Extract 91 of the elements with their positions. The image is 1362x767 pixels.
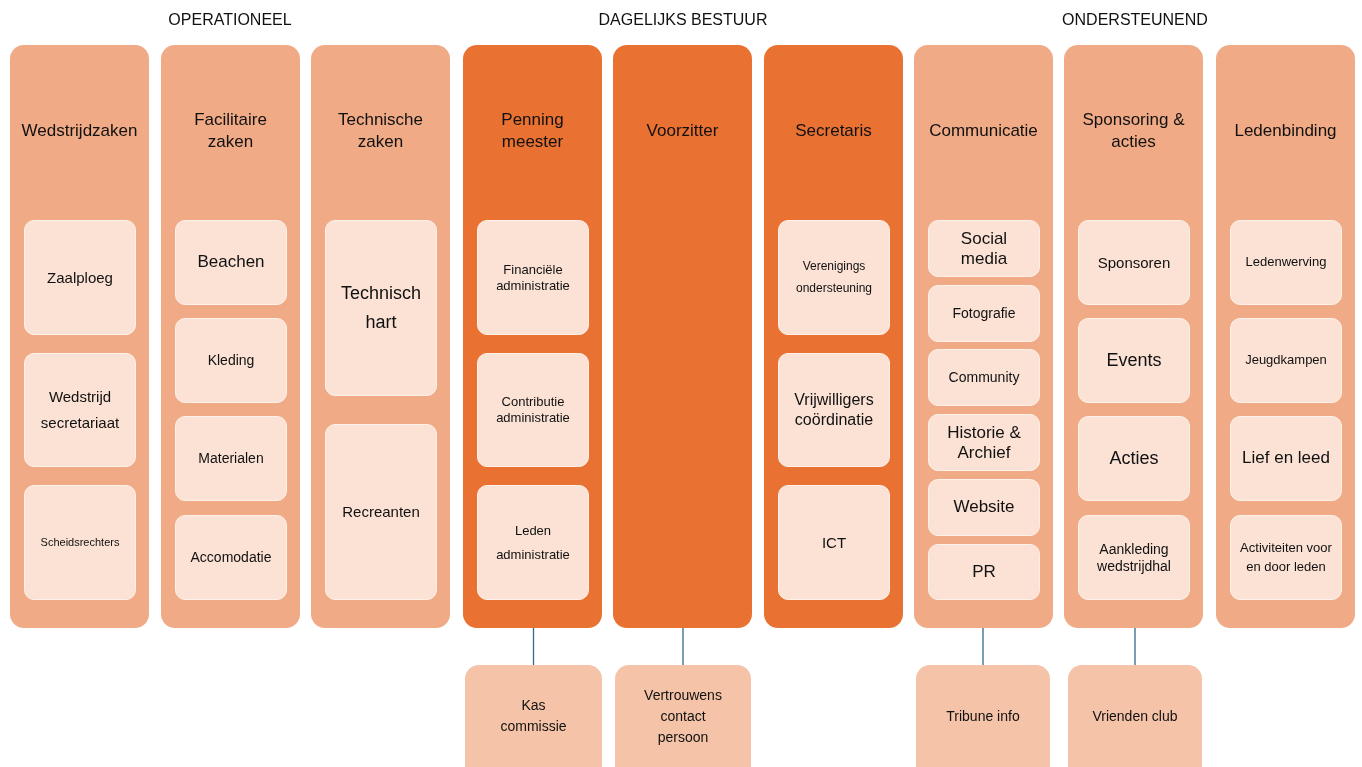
connector-line: [682, 627, 684, 666]
task-box: [928, 414, 1040, 471]
column-heading: Communicatie: [929, 119, 1038, 142]
task-box: [928, 479, 1040, 536]
task-box: [1078, 515, 1190, 600]
box-label: Accomodatie: [190, 548, 272, 567]
box-label: Verenigings ondersteuning: [794, 257, 874, 297]
task-box: [24, 353, 136, 467]
task-box: [1078, 416, 1190, 501]
board-column: [764, 45, 903, 628]
department-column: [10, 45, 149, 628]
department-column: [914, 45, 1053, 628]
box-label: Social media: [959, 228, 1009, 269]
task-box: [325, 220, 437, 396]
section-heading: DAGELIJKS BESTUUR: [598, 11, 768, 29]
box-label: Scheidsrechters: [40, 535, 120, 550]
box-label: Materialen: [198, 449, 264, 468]
box-label: Vrienden club: [1092, 706, 1178, 726]
box-label: ICT: [821, 532, 847, 553]
box-label: Leden administratie: [495, 522, 571, 564]
box-label: Aankleding wedstrijdhal: [1096, 540, 1172, 575]
box-label: Financiële administratie: [495, 261, 571, 294]
section-heading: OPERATIONEEL: [168, 11, 292, 29]
department-column: [161, 45, 300, 628]
column-heading: Penning meester: [500, 108, 565, 153]
box-label: Beachen: [197, 251, 265, 274]
box-label: PR: [972, 560, 996, 583]
column-heading: Secretaris: [795, 119, 872, 142]
task-box: [1230, 318, 1342, 403]
task-box: [175, 318, 287, 403]
box-label: Community: [948, 368, 1020, 387]
task-box: [1078, 220, 1190, 305]
task-box: [325, 424, 437, 600]
box-label: Jeugdkampen: [1245, 352, 1327, 369]
box-label: Events: [1106, 348, 1162, 372]
task-box: [24, 220, 136, 335]
task-box: [477, 353, 589, 467]
task-box: [24, 485, 136, 600]
connector-line: [532, 627, 535, 666]
connector-line: [982, 627, 984, 666]
box-label: Website: [953, 496, 1015, 519]
board-column: [463, 45, 602, 628]
box-label: Vertrouwens contact persoon: [643, 685, 723, 747]
task-box: [928, 544, 1040, 600]
box-label: Historie & Archief: [946, 422, 1022, 463]
committee-box: [916, 665, 1050, 767]
section-heading: ONDERSTEUNEND: [1062, 11, 1208, 29]
department-column: [311, 45, 450, 628]
box-label: Activiteiten voor en door leden: [1239, 539, 1333, 576]
task-box: [175, 515, 287, 600]
department-column: [1216, 45, 1355, 628]
task-box: [778, 220, 890, 335]
task-box: [477, 220, 589, 335]
box-label: Kleding: [207, 351, 255, 370]
box-label: Tribune info: [946, 706, 1020, 726]
task-box: [928, 349, 1040, 406]
box-label: Acties: [1109, 446, 1159, 470]
box-label: Contributie administratie: [495, 394, 571, 426]
department-column: [1064, 45, 1203, 628]
box-label: Fotografie: [952, 304, 1016, 323]
task-box: [1230, 220, 1342, 305]
board-column: [613, 45, 752, 628]
committee-box: [465, 665, 602, 767]
task-box: [778, 485, 890, 600]
box-label: Lief en leed: [1242, 447, 1330, 470]
column-heading: Ledenbinding: [1234, 119, 1337, 142]
task-box: [477, 485, 589, 600]
column-heading: Facilitaire zaken: [193, 108, 268, 153]
box-label: Vrijwilligers coördinatie: [793, 390, 875, 430]
column-heading: Sponsoring & acties: [1081, 108, 1186, 153]
task-box: [175, 220, 287, 305]
box-label: Recreanten: [342, 502, 420, 522]
box-label: Technisch hart: [339, 282, 422, 334]
box-label: Ledenwerving: [1245, 254, 1327, 271]
column-heading: Voorzitter: [646, 119, 719, 142]
committee-box: [1068, 665, 1202, 767]
box-label: Sponsoren: [1097, 252, 1171, 273]
box-label: Zaalploeg: [47, 267, 113, 288]
task-box: [928, 220, 1040, 277]
box-label: Kas commissie: [499, 696, 568, 736]
task-box: [1230, 515, 1342, 600]
column-heading: Technische zaken: [336, 108, 425, 153]
task-box: [1230, 416, 1342, 501]
task-box: [1078, 318, 1190, 403]
connector-line: [1134, 627, 1136, 666]
task-box: [928, 285, 1040, 342]
box-label: Wedstrijd secretariaat: [39, 386, 121, 433]
committee-box: [615, 665, 751, 767]
task-box: [175, 416, 287, 501]
column-heading: Wedstrijdzaken: [21, 119, 138, 142]
task-box: [778, 353, 890, 467]
